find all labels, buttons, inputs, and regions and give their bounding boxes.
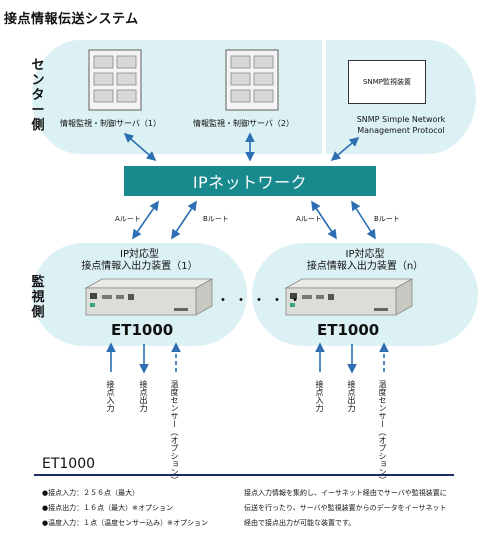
route-a-label-left: Aルート: [115, 215, 141, 223]
arrow-route-a-right: [311, 200, 337, 240]
server-icon: [88, 49, 142, 111]
route-b-label-right: Bルート: [374, 215, 400, 223]
ellipsis-dots: ・・・・・: [216, 293, 306, 309]
device-1-model: ET1000: [111, 321, 174, 339]
monitor-side-label: 監視側: [31, 275, 45, 320]
server-1-caption: 情報監視・制御サーバ（1）: [60, 119, 162, 128]
device-1-caption-line1: IP対応型: [120, 249, 159, 260]
input-label-1: 接点入力: [106, 380, 115, 412]
sensor-label-1: 温度センサー（オプション）: [170, 380, 179, 484]
route-b-label-left: Bルート: [203, 215, 229, 223]
center-side-label: センター側: [31, 58, 45, 133]
device-n-caption-line1: IP対応型: [345, 249, 385, 260]
device-n-unit-icon: [284, 278, 414, 316]
input-label-n: 接点入力: [315, 380, 324, 412]
device-n-caption-line2: 接点情報入出力装置（n）: [306, 261, 424, 272]
arrow-server1-network: [123, 132, 157, 162]
output-label-1: 接点出力: [139, 380, 148, 412]
ip-network-bar: IPネットワーク: [124, 166, 376, 196]
arrow-route-b-left: [171, 200, 197, 240]
diagram-title: 接点情報伝送システム: [4, 12, 139, 27]
arrow-route-a-left: [132, 200, 159, 240]
sensor-label-n: 温度センサー（オプション）: [378, 380, 387, 484]
snmp-caption-line2: Management Protocol: [357, 126, 445, 135]
snmp-caption-line1: SNMP Simple Network: [356, 115, 446, 124]
server-icon: [225, 49, 279, 111]
spec-temperature-input: ●温度入力：１点（温度センサー込み）※オプション: [42, 519, 208, 527]
spec-contact-input: ●接点入力：２５６点（最大）: [42, 489, 140, 497]
arrow-route-b-right: [351, 200, 376, 240]
device-n-model: ET1000: [317, 321, 380, 339]
spec-contact-output: ●接点出力：１６点（最大）※オプション: [42, 504, 173, 512]
footer-divider: [34, 474, 454, 476]
footer-product-name: ET1000: [42, 456, 96, 472]
product-description: 接点入力情報を集約し、イーサネット経由でサーバや監視装置に伝送を行ったり、サーバ…: [244, 489, 447, 527]
arrow-snmp-network: [330, 136, 360, 162]
snmp-monitor-box: SNMP監視装置: [348, 60, 426, 104]
device-1-caption-line2: 接点情報入出力装置（1）: [81, 261, 198, 272]
device-1-unit-icon: [84, 278, 214, 316]
route-a-label-right: Aルート: [296, 215, 322, 223]
server-2-caption: 情報監視・制御サーバ（2）: [193, 119, 295, 128]
output-label-n: 接点出力: [347, 380, 356, 412]
